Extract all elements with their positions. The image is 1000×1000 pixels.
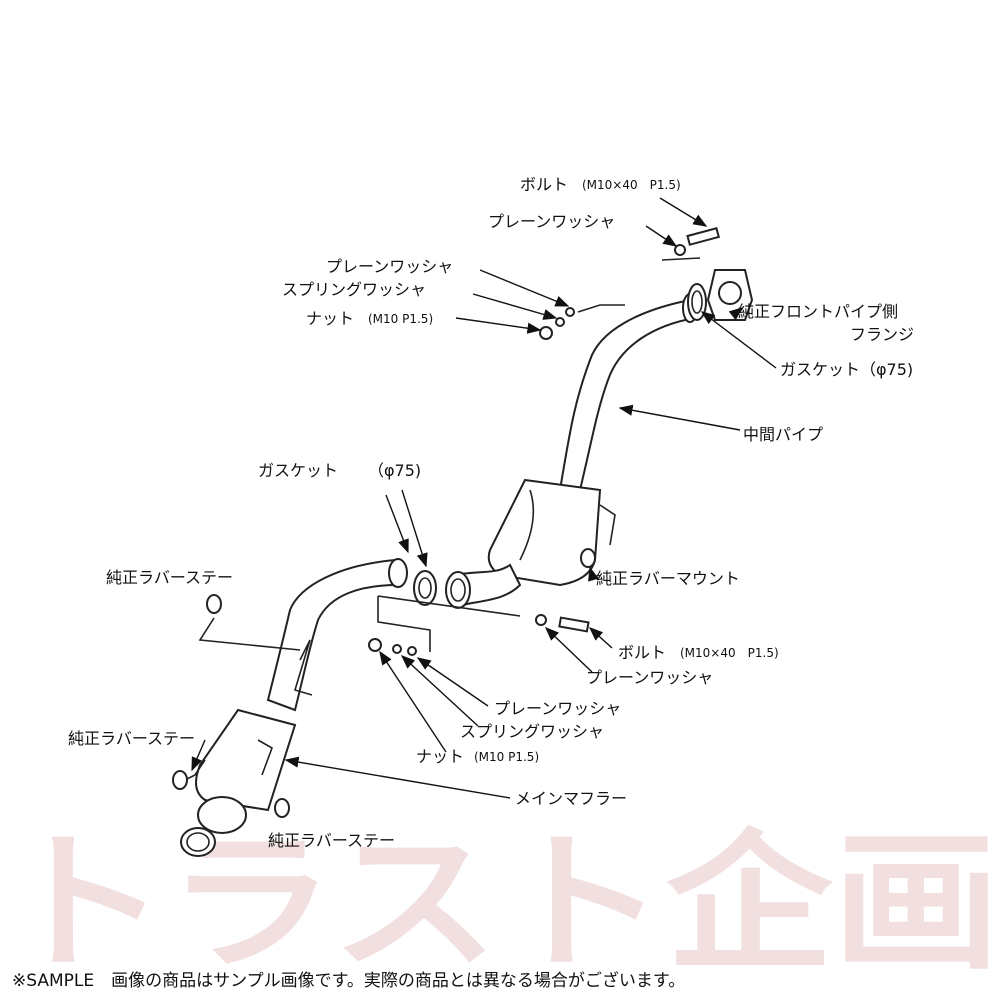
leader-lines <box>191 197 777 799</box>
washers-low-drawing <box>368 638 417 656</box>
center-pipe-drawing <box>558 293 698 491</box>
rubber-stays-drawing <box>172 594 301 818</box>
tail-pipe-drawing <box>266 558 408 712</box>
bolt-top-drawing <box>674 227 721 256</box>
label-gasket-right: ガスケット（φ75) <box>780 360 913 379</box>
watermark-logo: トラスト企画 <box>0 815 1000 991</box>
label-nut-left-spec: (M10 P1.5) <box>368 312 433 326</box>
label-bolt-mid-spec: (M10×40 P1.5) <box>680 646 779 660</box>
label-nut-left: ナット <box>306 309 354 328</box>
label-bolt-top: ボルト <box>520 175 568 194</box>
link-pipe-drawing <box>445 563 522 609</box>
label-bolt-mid: ボルト <box>618 643 666 662</box>
label-gasket-mid-spec: （φ75) <box>368 461 421 480</box>
label-gasket-mid: ガスケット <box>258 461 338 480</box>
bolt-mid-drawing <box>377 595 590 652</box>
label-washer-top: プレーンワッシャ <box>488 212 615 231</box>
label-front-flange-1: 純正フロントパイプ側 <box>738 302 898 321</box>
gasket-right-drawing <box>687 283 707 321</box>
label-spring-washer-left: スプリングワッシャ <box>282 280 426 299</box>
label-front-flange-2: フランジ <box>850 325 914 344</box>
label-rubber-mount: 純正ラバーマウント <box>596 569 740 588</box>
label-rubber-stay-3: 純正ラバーステー <box>268 831 395 850</box>
label-nut-low: ナット <box>416 747 464 766</box>
gasket-mid-drawing <box>413 570 437 606</box>
label-center-pipe: 中間パイプ <box>743 425 823 444</box>
sample-disclaimer: ※SAMPLE 画像の商品はサンプル画像です。実際の商品とは異なる場合がございま… <box>12 971 686 991</box>
label-spring-washer-low: スプリングワッシャ <box>460 722 604 741</box>
label-rubber-stay-1: 純正ラバーステー <box>106 568 233 587</box>
washers-left-drawing <box>539 307 575 340</box>
label-washer-mid: プレーンワッシャ <box>586 668 713 687</box>
label-main-muffler: メインマフラー <box>515 789 627 808</box>
label-washer-low: プレーンワッシャ <box>494 699 621 718</box>
label-bolt-top-spec: (M10×40 P1.5) <box>582 178 681 192</box>
label-washer-left: プレーンワッシャ <box>326 257 453 276</box>
label-nut-low-spec: (M10 P1.5) <box>474 750 539 764</box>
label-rubber-stay-2: 純正ラバーステー <box>68 729 195 748</box>
resonator-drawing <box>487 478 616 587</box>
